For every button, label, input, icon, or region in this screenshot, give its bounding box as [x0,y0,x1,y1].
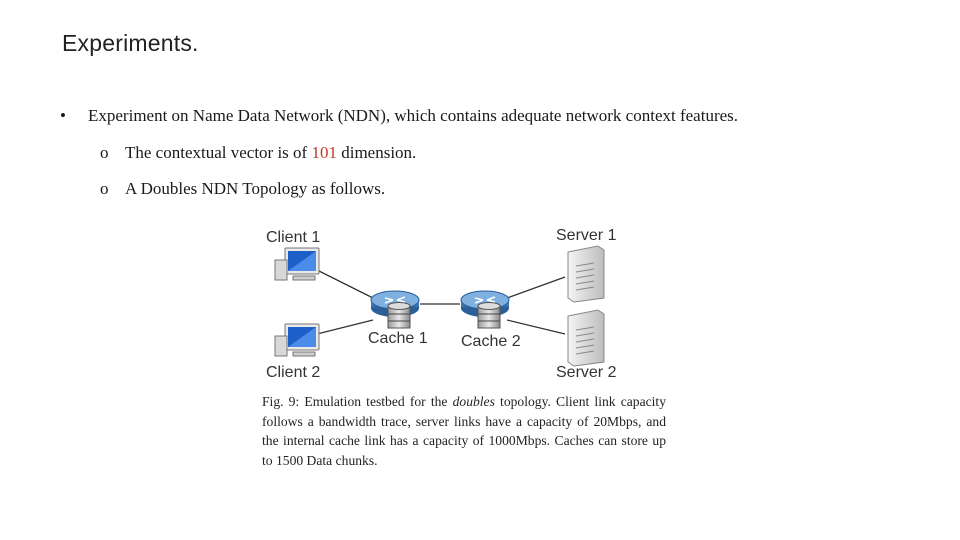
link-client2-cache1 [316,319,374,335]
cache2-router-icon [460,290,510,329]
server1-icon [567,245,605,303]
client2-label: Client 2 [266,364,321,381]
link-cache2-server1 [506,276,566,299]
client2-computer-icon [274,323,320,357]
server2-icon [567,309,605,367]
client1-computer-icon [274,247,320,281]
cache1-label: Cache 1 [368,330,428,347]
sub-bullet-suffix: dimension. [336,143,417,162]
dimension-number: 101 [311,143,337,162]
caption-prefix: Fig. 9: Emulation testbed for the [262,394,453,409]
sub-bullet-text: A Doubles NDN Topology as follows. [125,179,386,198]
network-links [316,269,566,335]
cache2-label: Cache 2 [461,333,521,350]
caption-emphasis: doubles [452,394,495,409]
bullet-text: Experiment on Name Data Network (NDN), w… [88,106,739,125]
bullet-marker: • [60,106,66,125]
sub-bullet-marker: o [100,143,109,162]
cache1-router-icon [370,290,420,329]
link-cache2-server2 [506,319,566,335]
server1-label: Server 1 [556,227,617,244]
sub-bullet-vector: o The contextual vector is of 101 dimensi… [100,143,416,163]
server2-label: Server 2 [556,364,617,381]
caption-text: topology. Client link capacity follows a… [262,394,666,468]
link-client1-cache1 [316,269,374,299]
sub-bullet-topology: o A Doubles NDN Topology as follows. [100,179,385,199]
sub-bullet-prefix: The contextual vector is of [125,143,312,162]
topology-figure: Client 1 Client 2 Cache 1 Cache 2 Server… [255,222,675,472]
figure-caption: Fig. 9: Emulation testbed for the double… [262,392,666,470]
sub-bullet-marker: o [100,179,109,198]
slide-title: Experiments. [62,30,199,56]
bullet-item: • Experiment on Name Data Network (NDN), … [60,106,738,126]
client1-label: Client 1 [266,229,321,246]
topology-diagram [274,245,605,367]
